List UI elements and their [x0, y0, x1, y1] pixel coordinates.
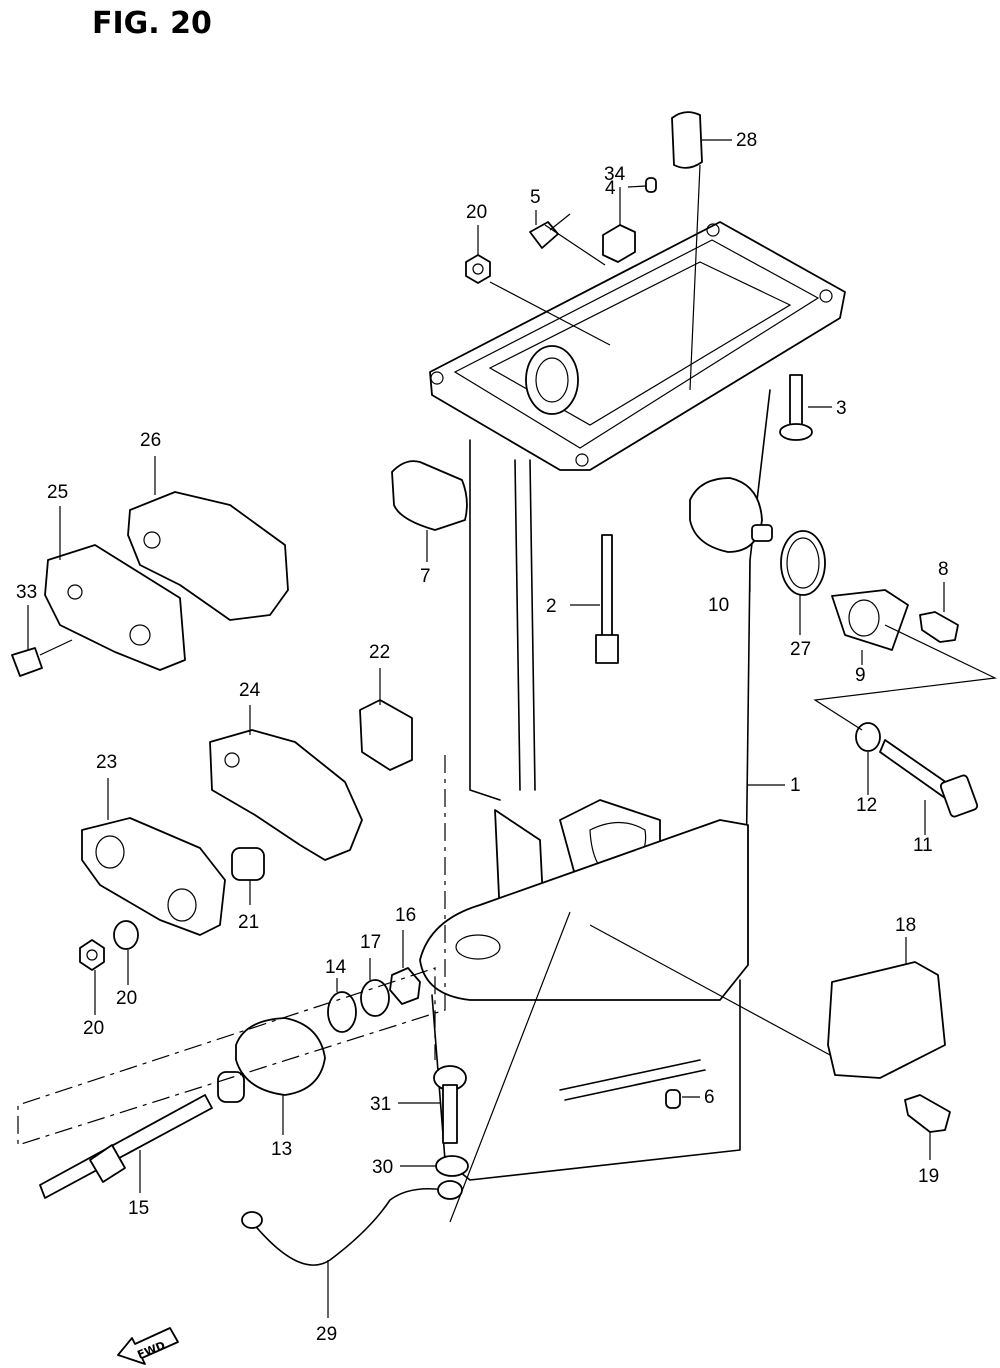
callout-26: 25: [47, 482, 68, 503]
callout-20-lower: 20: [83, 1018, 104, 1039]
part-29-shape: [671, 111, 703, 169]
part-9-shape: [831, 589, 909, 651]
callout-3: 3: [836, 398, 847, 419]
part-31-shape: [251, 1187, 446, 1266]
callout-2: 2: [546, 596, 557, 617]
callout-10: 10: [708, 595, 729, 616]
callout-21: 20: [116, 988, 137, 1009]
callout-6: 6: [704, 1087, 715, 1108]
callout-15: 15: [128, 1198, 149, 1219]
callout-12: 12: [856, 795, 877, 816]
callout-28: 27: [790, 639, 811, 660]
part-10-shape: [689, 477, 763, 553]
callout-23: 22: [369, 642, 390, 663]
part-5-shape: [529, 221, 559, 249]
part-20a-shape: [465, 254, 491, 284]
part-22-shape: [231, 847, 265, 881]
phantom-line-left: [17, 755, 446, 1146]
callout-32: 31: [370, 1094, 391, 1115]
callout-34: 34: [604, 164, 626, 185]
part-8-shape: [919, 611, 959, 643]
part-21-shape: [113, 920, 139, 950]
part-15-shape: [39, 1094, 213, 1199]
part-13-shape: [235, 1017, 326, 1096]
callout-27: 26: [140, 430, 161, 451]
callout-8: 8: [938, 559, 949, 580]
part-20b-shape: [79, 939, 105, 971]
part-4-shape: [645, 177, 657, 193]
callout-11: 11: [913, 835, 933, 856]
callout-20-top: 20: [466, 202, 487, 223]
callout-19: 19: [918, 1166, 939, 1187]
callout-9: 9: [855, 665, 866, 686]
part-19-shape: [904, 1094, 951, 1133]
callout-30: 30: [372, 1157, 393, 1178]
part-6-shape: [665, 1089, 681, 1109]
part-26-shape: [44, 544, 186, 671]
part-34-shape: [602, 224, 636, 263]
callout-31: 29: [316, 1324, 337, 1345]
callout-22: 21: [238, 912, 259, 933]
part-24-shape: [81, 817, 226, 936]
part-14-shape: [327, 991, 357, 1033]
leader-lines: [27, 139, 998, 1318]
callout-24: 23: [96, 752, 117, 773]
callout-16: 16: [395, 905, 416, 926]
part-28-shape: [780, 530, 826, 596]
driveshaft-housing: [419, 221, 846, 1181]
callout-14: 14: [325, 957, 347, 978]
part-18-shape: [827, 961, 946, 1079]
callout-13: 13: [271, 1139, 292, 1160]
callout-33: 33: [16, 582, 37, 603]
callout-1: 1: [790, 775, 801, 796]
part-27-shape: [127, 491, 289, 621]
callout-7: 7: [420, 566, 431, 587]
part-12-shape: [855, 722, 881, 752]
callout-25: 24: [239, 680, 261, 701]
part-17-shape: [360, 979, 390, 1017]
part-16-shape: [389, 967, 421, 1005]
callout-4: 4: [605, 178, 616, 199]
part-25-shape: [209, 729, 363, 861]
figure-title: FIG. 20: [92, 6, 212, 41]
part-7-shape: [391, 460, 468, 531]
part-23-shape: [359, 699, 413, 771]
callout-17: 17: [360, 932, 381, 953]
part-30-shape: [435, 1155, 469, 1177]
callout-5: 5: [530, 187, 541, 208]
part-33-shape: [11, 647, 43, 677]
part-11-shape: [879, 739, 951, 799]
part-3-shape: [789, 374, 803, 426]
callout-labels: 28 34 4 5 20 3 26 25 8 7 33 2 10 27 22 9…: [16, 130, 949, 1345]
fwd-arrow-icon: FWD: [117, 1327, 179, 1365]
callout-18: 18: [895, 915, 916, 936]
callout-29: 28: [736, 130, 757, 151]
